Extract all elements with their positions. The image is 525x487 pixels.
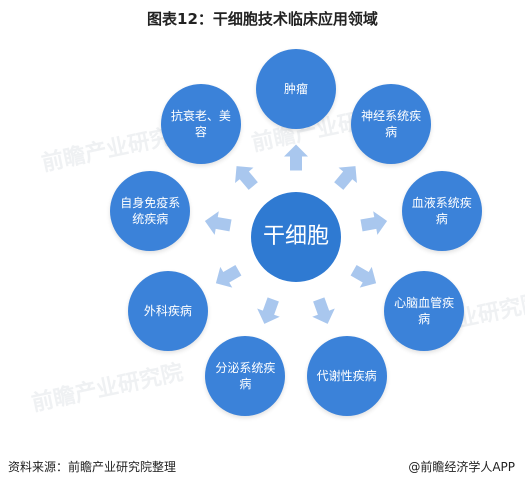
arrow-icon xyxy=(350,265,377,288)
application-node-label: 外科疾病 xyxy=(143,304,192,318)
application-node-label: 血液系统疾病 xyxy=(411,196,472,227)
application-node: 血液系统疾病 xyxy=(401,171,482,252)
application-node-label: 心脑血管疾病 xyxy=(394,296,455,326)
center-node-label: 干细胞 xyxy=(262,224,329,249)
application-node: 神经系统疾病 xyxy=(351,83,432,164)
source-note: 资料来源：前瞻产业研究院整理 xyxy=(8,460,177,474)
application-node: 外科疾病 xyxy=(127,271,208,351)
application-node-label: 肿瘤 xyxy=(283,82,308,96)
arrow-icon xyxy=(284,144,308,171)
application-node-label: 抗衰老、美容 xyxy=(170,108,231,139)
brand-credit: @前瞻经济学人APP xyxy=(408,460,515,474)
center-node-stem-cell: 干细胞 xyxy=(251,192,341,282)
application-node-label: 自身免疫系统疾病 xyxy=(120,196,181,227)
arrow-icon xyxy=(257,297,280,324)
application-node: 肿瘤 xyxy=(256,49,336,129)
arrow-icon xyxy=(235,166,258,190)
application-node-label: 分泌系统疾病 xyxy=(215,361,276,392)
application-node: 心脑血管疾病 xyxy=(384,271,465,351)
application-node: 分泌系统疾病 xyxy=(205,336,286,417)
arrow-icon xyxy=(312,297,335,324)
diagram-title: 图表12：干细胞技术临床应用领域 xyxy=(147,10,378,28)
application-node: 抗衰老、美容 xyxy=(160,83,241,164)
application-node: 自身免疫系统疾病 xyxy=(110,171,191,252)
arrow-icon xyxy=(204,211,232,235)
application-node-label: 代谢性疾病 xyxy=(316,369,377,384)
arrow-icon xyxy=(360,211,388,235)
application-node: 代谢性疾病 xyxy=(306,336,387,417)
application-node-label: 神经系统疾病 xyxy=(361,108,422,139)
arrow-icon xyxy=(334,166,357,190)
arrow-icon xyxy=(215,265,242,288)
